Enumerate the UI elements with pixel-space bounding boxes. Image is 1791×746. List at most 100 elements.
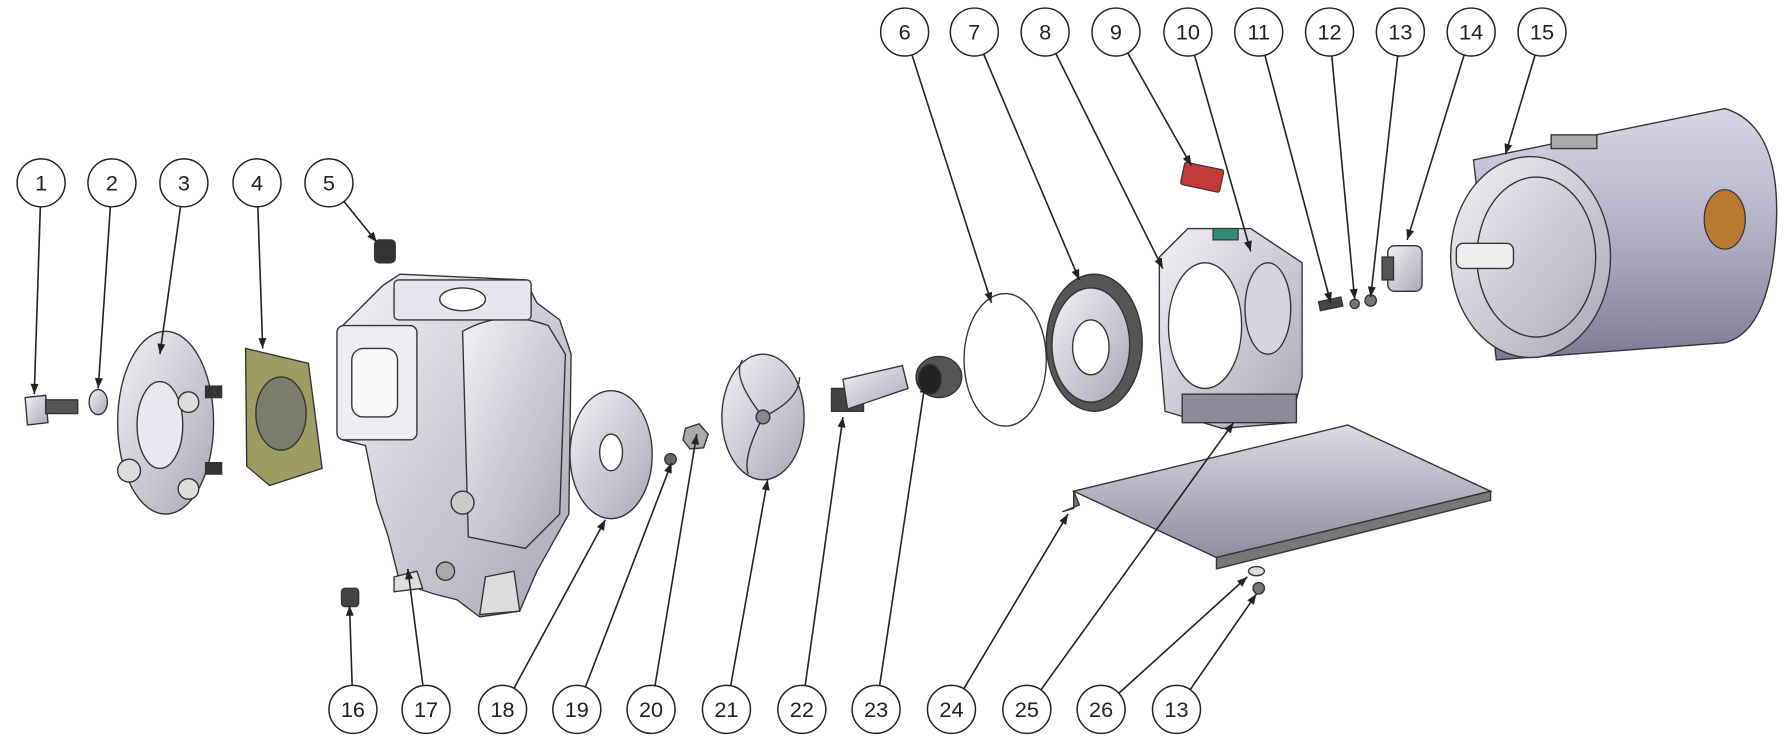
part-wear-plate (569, 390, 653, 520)
balloon-number: 5 (323, 170, 335, 195)
part-base-plate (1062, 424, 1493, 570)
balloon-number: 9 (1110, 20, 1122, 45)
leader-line-26 (1118, 576, 1248, 694)
balloon-8: 8 (1020, 7, 1070, 57)
balloon-16: 16 (328, 684, 378, 735)
balloon-number: 8 (1039, 20, 1051, 45)
part-shaft-sleeve (830, 364, 909, 412)
arrowhead-icon (367, 231, 377, 243)
part-seal-plate (1045, 273, 1143, 412)
leader-line-12 (1330, 55, 1356, 300)
parts-group (24, 107, 1778, 618)
balloon-circle (1020, 7, 1070, 57)
arrowhead-icon (691, 434, 700, 445)
balloon-23: 23 (851, 684, 901, 735)
balloon-25: 25 (1002, 684, 1052, 735)
leader-line-13 (1189, 593, 1258, 691)
balloon-circle (777, 684, 827, 735)
balloon-number: 26 (1089, 697, 1113, 722)
arrowhead-icon (1504, 143, 1513, 155)
balloon-number: 23 (864, 697, 888, 722)
arrowhead-icon (94, 377, 103, 389)
balloon-circle (304, 158, 354, 208)
leader-line-16 (348, 605, 353, 686)
balloon-number: 21 (714, 697, 738, 722)
part-electric-motor (1449, 107, 1778, 361)
arrowhead-icon (30, 383, 39, 395)
arrowhead-icon (1244, 240, 1252, 252)
arrowhead-icon (1367, 286, 1376, 298)
balloon-circle (1151, 684, 1202, 735)
part-plug-top (373, 239, 396, 264)
leader-lines (30, 52, 1536, 694)
part-base-washer (1247, 565, 1266, 577)
leader-line-23 (878, 382, 926, 686)
balloon-number: 13 (1388, 20, 1412, 45)
leader-line-1 (33, 206, 42, 395)
leader-line-25 (1040, 422, 1235, 691)
balloon-circle (701, 684, 752, 735)
balloon-circle (1091, 7, 1141, 57)
leader-line-21 (729, 479, 769, 686)
balloon-circle (159, 158, 209, 208)
balloon-12: 12 (1304, 7, 1355, 57)
balloon-circle (1076, 684, 1126, 735)
leader-line-20 (654, 433, 698, 686)
leader-line-2 (97, 206, 112, 389)
balloon-circle (879, 7, 930, 57)
balloon-circle (626, 684, 676, 735)
arrowhead-icon (1247, 594, 1257, 605)
balloon-13: 13 (1151, 684, 1202, 735)
balloon-circle (851, 684, 901, 735)
arrowhead-icon (664, 462, 672, 474)
part-warning-label (1180, 161, 1225, 193)
balloon-number: 20 (639, 697, 663, 722)
balloon-circle (1375, 7, 1426, 57)
arrowhead-icon (1059, 514, 1068, 525)
balloon-number: 11 (1247, 20, 1270, 45)
balloon-20: 20 (626, 684, 676, 735)
balloon-4: 4 (232, 158, 282, 208)
leader-line-15 (1504, 54, 1536, 155)
leader-line-9 (1127, 52, 1193, 167)
balloon-7: 7 (949, 7, 1000, 57)
part-flange (116, 330, 223, 515)
leader-line-7 (982, 53, 1081, 281)
arrowhead-icon (405, 568, 414, 580)
leader-line-8 (1055, 53, 1164, 269)
leader-line-24 (963, 513, 1069, 690)
leader-line-13 (1369, 55, 1399, 298)
arrowhead-icon (1406, 228, 1415, 240)
balloon-number: 16 (341, 697, 365, 722)
balloon-circle (1517, 7, 1567, 57)
balloon-circle (1163, 7, 1213, 57)
balloon-number: 19 (565, 697, 589, 722)
balloon-17: 17 (401, 684, 451, 735)
balloon-5: 5 (304, 158, 354, 208)
arrowhead-icon (837, 416, 846, 428)
part-motor-adapter (1158, 227, 1303, 430)
leader-line-17 (406, 568, 424, 686)
balloon-circle (477, 684, 528, 735)
arrowhead-icon (1324, 291, 1332, 303)
balloon-number: 22 (790, 697, 814, 722)
balloon-2: 2 (87, 158, 137, 208)
balloon-9: 9 (1091, 7, 1141, 57)
leader-line-4 (257, 206, 264, 349)
arrowhead-icon (345, 605, 354, 616)
balloon-circle (1304, 7, 1355, 57)
balloon-10: 10 (1163, 7, 1213, 57)
balloon-circle (1233, 7, 1284, 57)
balloon-number: 15 (1530, 20, 1554, 45)
balloon-18: 18 (477, 684, 528, 735)
balloon-number: 12 (1317, 20, 1341, 45)
balloon-circle (328, 684, 378, 735)
balloon-circle (87, 158, 137, 208)
arrowhead-icon (984, 291, 993, 303)
part-impeller (721, 353, 805, 481)
balloon-number: 13 (1164, 697, 1188, 722)
balloon-number: 17 (414, 697, 438, 722)
